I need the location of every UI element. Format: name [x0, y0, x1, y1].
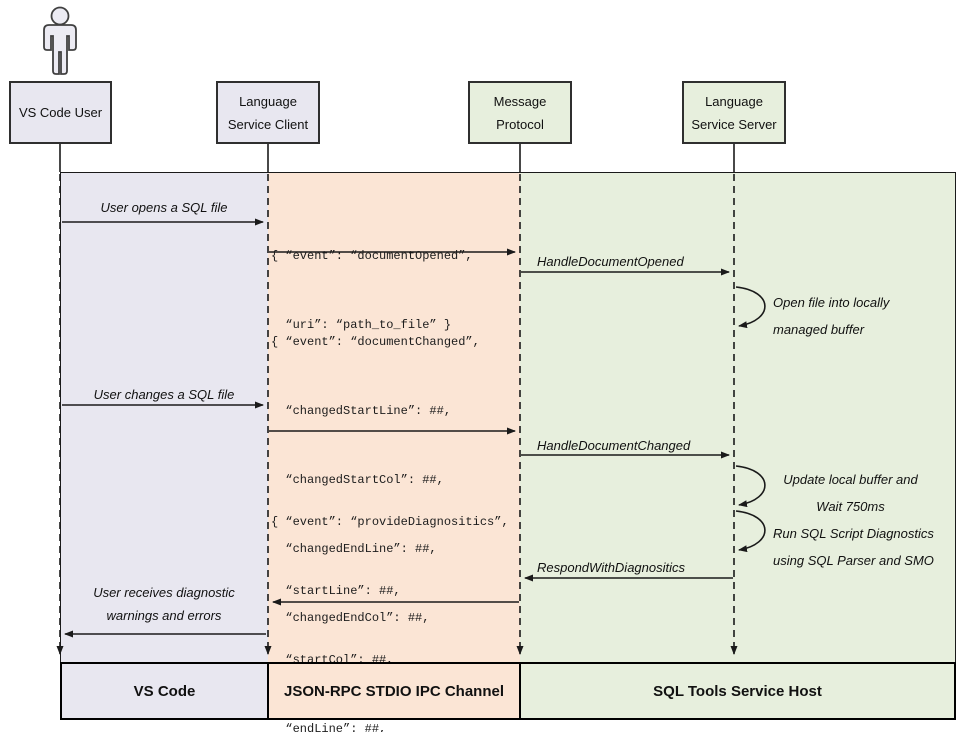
actor-box-message-protocol: Message Protocol [468, 81, 572, 144]
code-document-opened: { “event”: “documentOpened”, “uri”: “pat… [271, 249, 473, 332]
note-run-diagnostics: Run SQL Script Diagnostics using SQL Par… [773, 526, 934, 568]
lane-vscode [60, 172, 268, 662]
label-handle-document-changed: HandleDocumentChanged [537, 438, 691, 453]
actor-box-vscode-user: VS Code User [9, 81, 112, 144]
footer-box-service-host: SQL Tools Service Host [519, 662, 956, 720]
note-update-buffer: Update local buffer and Wait 750ms [783, 472, 918, 514]
footer-box-ipc-channel: JSON-RPC STDIO IPC Channel [267, 662, 521, 720]
actor-label: Service Server [691, 116, 777, 132]
label-user-receives: User receives diagnostic warnings and er… [93, 585, 235, 623]
actor-label: Language [705, 93, 763, 109]
lane-service-host [520, 172, 956, 662]
lane-ipc-channel [268, 172, 520, 662]
footer-box-vscode: VS Code [60, 662, 269, 720]
actor-label: Language [239, 93, 297, 109]
label-user-changes: User changes a SQL file [93, 387, 235, 402]
label-user-opens: User opens a SQL file [100, 200, 228, 215]
label-respond-with-diagnostics: RespondWithDiagnositics [537, 560, 686, 575]
actor-label: Protocol [496, 116, 544, 132]
actor-label: Message [493, 93, 547, 109]
actor-label: Service Client [227, 116, 309, 132]
actor-label: VS Code User [18, 105, 103, 120]
note-open-file: Open file into locally managed buffer [773, 295, 890, 337]
actor-box-language-service-client: Language Service Client [216, 81, 320, 144]
actor-box-language-service-server: Language Service Server [682, 81, 786, 144]
label-handle-document-opened: HandleDocumentOpened [537, 254, 684, 269]
